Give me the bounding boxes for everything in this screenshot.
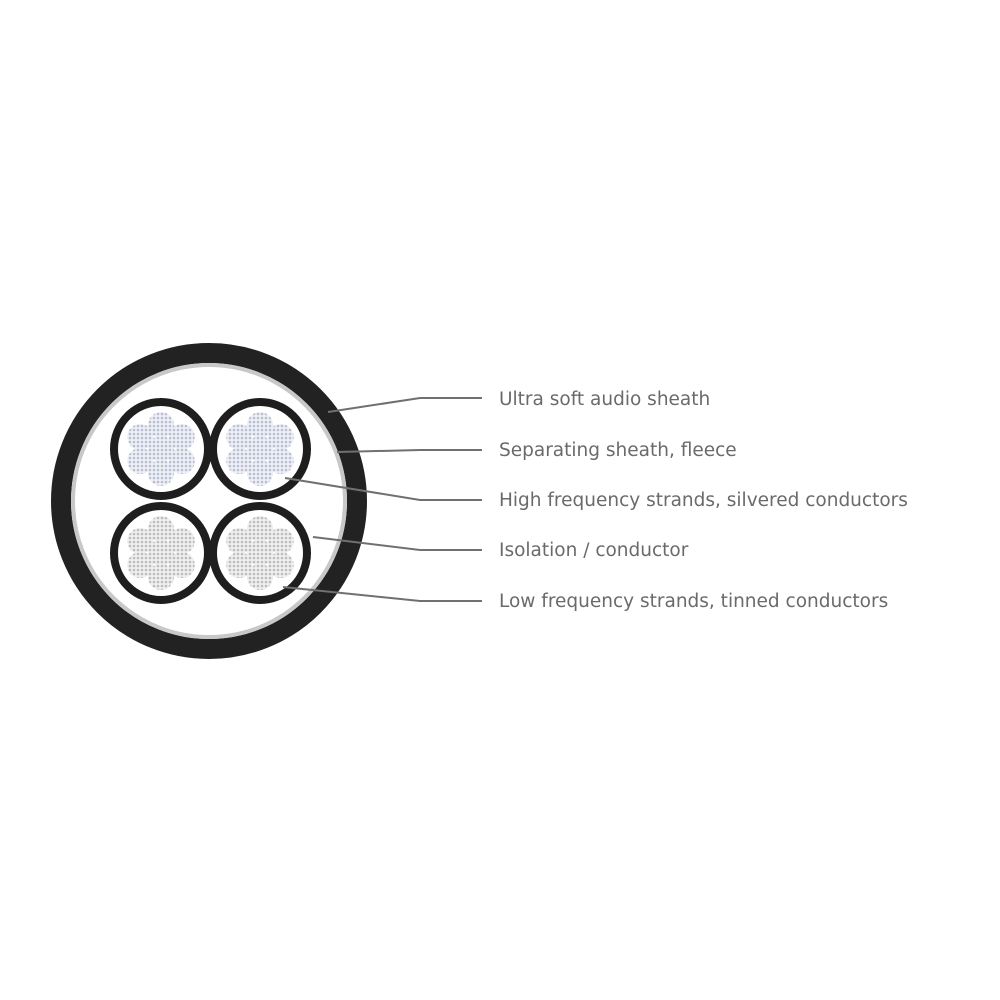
strand-bundle [148, 436, 174, 462]
strand-bundle [148, 516, 174, 542]
strand-bundle [168, 528, 195, 554]
strand-bundle [168, 552, 195, 578]
strand-bundle [247, 460, 273, 486]
strand-bundle [226, 424, 253, 450]
core-tin [209, 502, 311, 604]
strand-bundle [168, 448, 195, 474]
strand-bundle [267, 552, 294, 578]
strand-bundle [127, 424, 154, 450]
strand-bundle [247, 436, 273, 462]
core-silver [209, 398, 311, 500]
leader-line [336, 449, 482, 453]
label-outer-sheath: Ultra soft audio sheath [499, 389, 711, 410]
strand-bundle [267, 528, 294, 554]
label-low-frequency-strands: Low frequency strands, tinned conductors [499, 591, 889, 612]
separating-fleece [71, 363, 347, 639]
strand-bundle [148, 412, 174, 438]
core-silver [110, 398, 212, 500]
strand-bundle [127, 552, 154, 578]
strand-bundle [127, 528, 154, 554]
label-high-frequency-strands: High frequency strands, silvered conduct… [499, 490, 908, 511]
strand-bundle [127, 448, 154, 474]
leader-line [312, 536, 482, 551]
strand-bundle [247, 564, 273, 590]
label-isolation: Isolation / conductor [499, 540, 689, 561]
strand-bundle [247, 540, 273, 566]
strand-bundle [168, 424, 195, 450]
strand-bundle [148, 540, 174, 566]
strand-bundle [226, 552, 253, 578]
label-separating-sheath: Separating sheath, fleece [499, 440, 737, 461]
strand-bundle [226, 448, 253, 474]
core-tin [110, 502, 212, 604]
outer-sheath [51, 343, 367, 659]
strand-bundle [247, 516, 273, 542]
strand-bundle [148, 564, 174, 590]
leader-line [327, 397, 482, 413]
strand-bundle [267, 448, 294, 474]
strand-bundle [267, 424, 294, 450]
strand-bundle [148, 460, 174, 486]
strand-bundle [247, 412, 273, 438]
leader-line [284, 477, 482, 501]
leader-line [282, 586, 482, 602]
strand-bundle [226, 528, 253, 554]
